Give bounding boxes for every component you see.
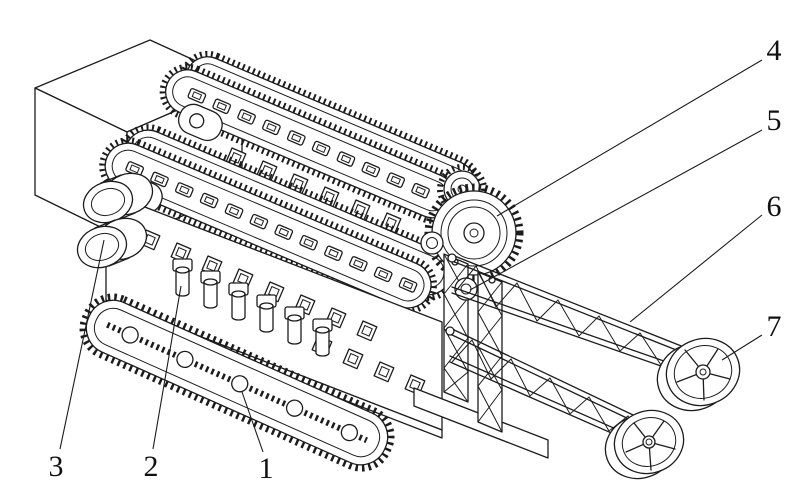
part-label-6: 6	[767, 190, 782, 223]
part-label-4: 4	[767, 34, 782, 67]
side-cylinders	[76, 172, 154, 269]
idler-wheel-lower	[604, 409, 685, 480]
leader-lines	[59, 59, 763, 453]
part-label-3: 3	[49, 450, 64, 483]
leader-line-2	[152, 285, 182, 450]
chain-end-bracket-upper	[177, 103, 223, 142]
leader-line-6	[629, 214, 763, 323]
crawler-track	[79, 293, 395, 472]
part-label-5: 5	[767, 104, 782, 137]
leader-line-3	[59, 239, 105, 450]
leader-line-1	[241, 391, 264, 453]
leader-line-5	[469, 129, 763, 291]
part-label-2: 2	[144, 450, 159, 483]
shaft-ring	[420, 231, 444, 255]
leader-line-4	[496, 59, 763, 217]
part-label-7: 7	[767, 310, 782, 343]
truss-tower-rear	[477, 271, 503, 433]
idler-wheel-upper	[656, 337, 741, 412]
chain-assembly-lower	[99, 137, 438, 314]
leader-line-7	[721, 334, 763, 361]
part-label-1: 1	[259, 452, 274, 485]
part-labels: 1 2 3 4 5 6 7	[49, 34, 782, 485]
